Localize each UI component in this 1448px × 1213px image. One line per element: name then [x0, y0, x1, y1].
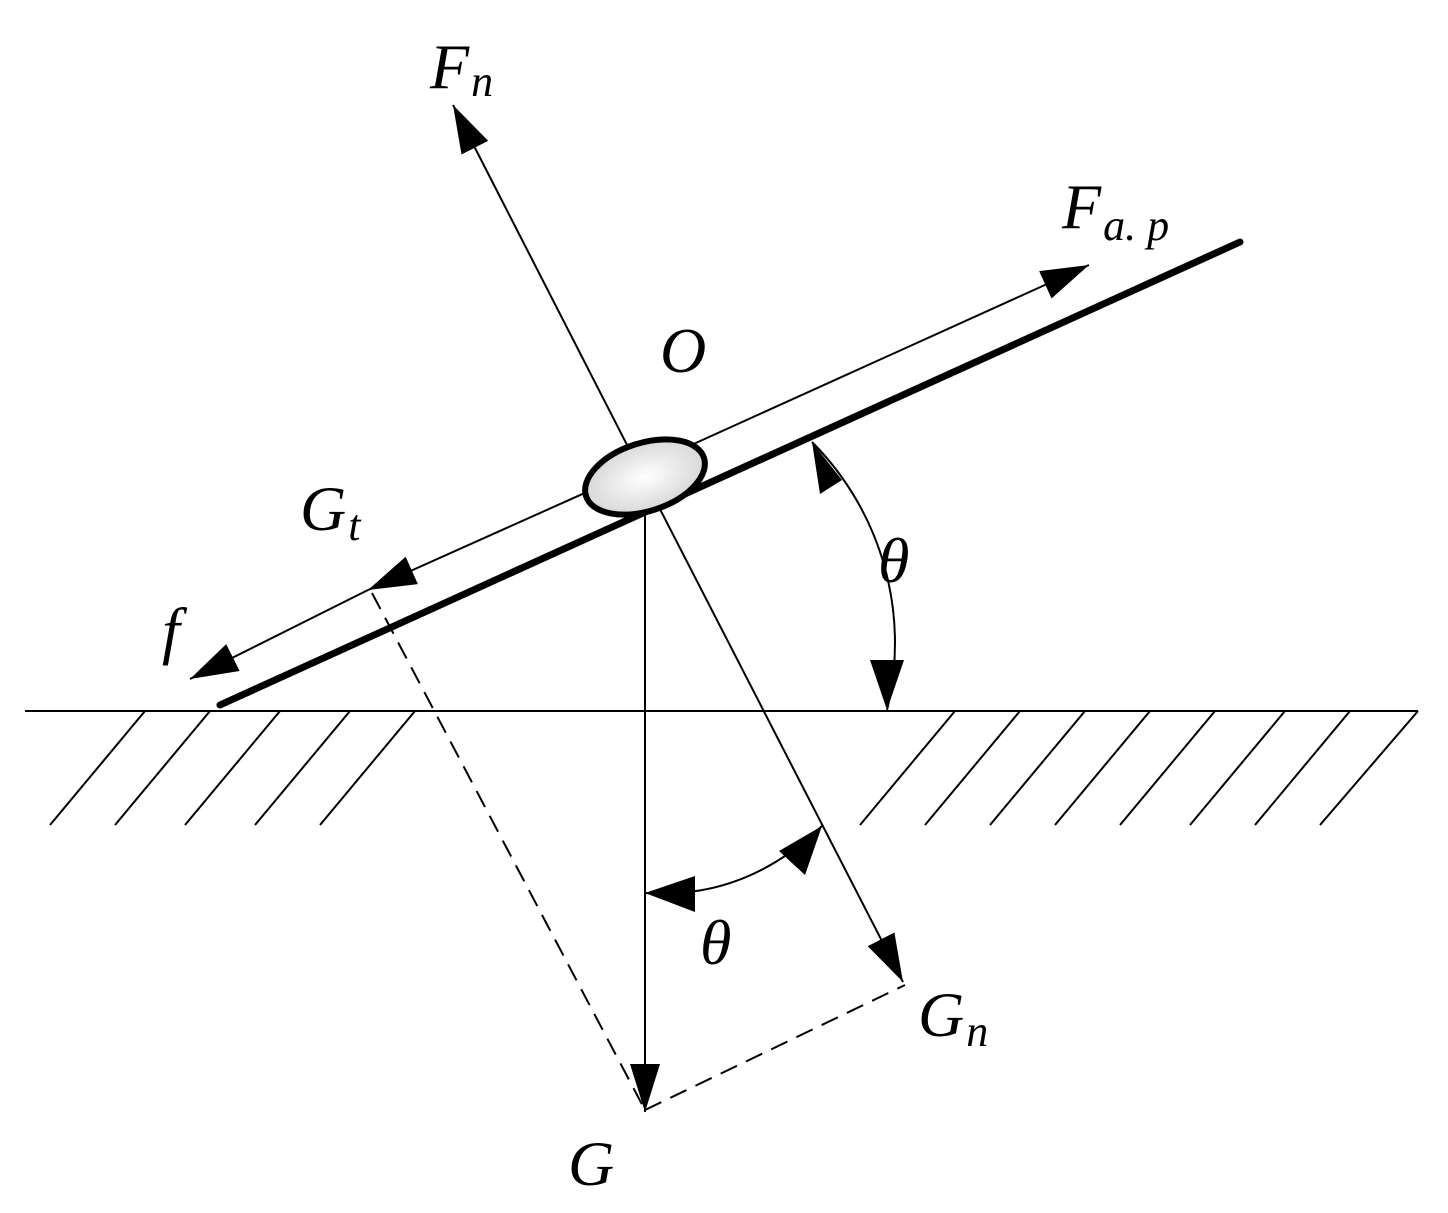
f-arrow: [189, 589, 369, 680]
dashed-line-gn-projection: [644, 984, 906, 1111]
label-gn: Gn: [918, 979, 988, 1056]
dashed-line-gt-projection: [371, 592, 646, 1111]
ring-object: [582, 436, 708, 518]
fn-arrow: [452, 104, 646, 481]
label-gt-sub: t: [348, 501, 362, 550]
label-gt: Gt: [300, 473, 362, 550]
label-fap-sub: a. p: [1103, 201, 1169, 250]
label-gn-sub: n: [966, 1007, 988, 1056]
label-gt-base: G: [300, 473, 346, 544]
label-fn-base: F: [429, 31, 470, 102]
ground-hatching: [49, 710, 1419, 826]
label-fn: Fn: [429, 31, 493, 106]
angle-arc-slope-arrow-top: [812, 442, 842, 494]
label-fap-base: F: [1061, 171, 1102, 242]
gn-arrow: [644, 479, 904, 983]
angle-arc-slope-arrow-bottom: [870, 660, 904, 710]
label-gn-base: G: [918, 979, 964, 1050]
label-fap: Fa. p: [1061, 171, 1169, 250]
label-theta-slope: θ: [878, 525, 909, 596]
fap-arrow: [644, 264, 1090, 467]
label-o: O: [660, 315, 706, 386]
label-theta-lower: θ: [700, 907, 731, 978]
label-fn-sub: n: [471, 57, 493, 106]
angle-arc-lower-arrow-left: [645, 876, 695, 912]
label-f: f: [162, 595, 188, 666]
angle-arc-lower-arrow-right: [779, 826, 822, 875]
label-g: G: [568, 1128, 614, 1199]
inclined-bar: [216, 238, 1244, 709]
